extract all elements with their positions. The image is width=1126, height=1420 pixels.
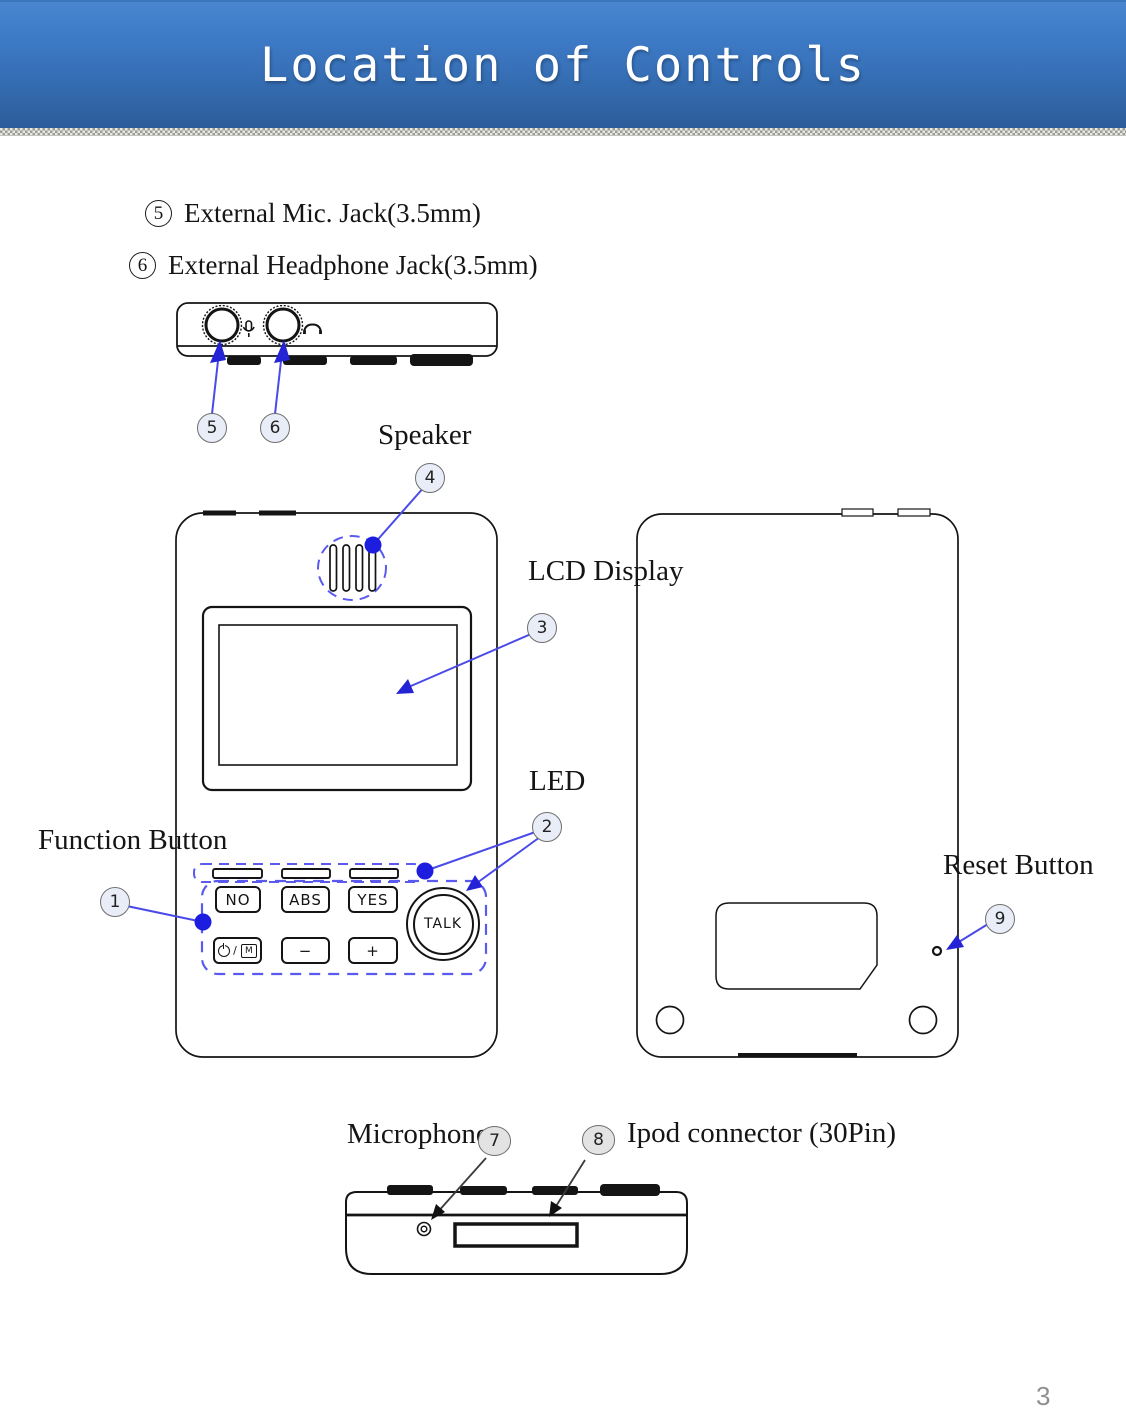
badge-9: 9 bbox=[985, 904, 1015, 934]
page-number: 3 bbox=[1036, 1381, 1051, 1411]
reset-hole bbox=[931, 945, 943, 957]
callout-function-button: Function Button bbox=[38, 824, 228, 856]
minus-button: − bbox=[281, 937, 330, 964]
callout-arrow-8 bbox=[549, 1159, 586, 1217]
bottom-view-outline bbox=[345, 1184, 688, 1275]
screw-hole-right bbox=[908, 1005, 938, 1035]
headphone-jack bbox=[262, 304, 304, 346]
mic-icon bbox=[242, 320, 255, 337]
page-title: Location of Controls bbox=[260, 37, 866, 93]
badge-3: 3 bbox=[527, 613, 557, 643]
power-icon bbox=[218, 942, 231, 957]
callout-speaker: Speaker bbox=[378, 419, 472, 451]
callout-arrow-6 bbox=[274, 340, 290, 415]
badge-7: 7 bbox=[478, 1126, 511, 1156]
legend-item-mic-jack: 5 External Mic. Jack(3.5mm) bbox=[145, 198, 481, 229]
callout-arrow-9 bbox=[946, 923, 989, 950]
badge-8: 8 bbox=[582, 1125, 615, 1155]
callout-lines-2 bbox=[416, 829, 542, 891]
top-view-outline bbox=[176, 302, 498, 366]
circled-number-6: 6 bbox=[129, 252, 156, 279]
front-view-outline bbox=[175, 510, 498, 1058]
badge-4: 4 bbox=[415, 463, 445, 493]
header-divider bbox=[0, 128, 1126, 136]
back-view-outline bbox=[636, 508, 959, 1058]
headphone-icon bbox=[303, 323, 322, 335]
callout-arrow-3 bbox=[396, 633, 532, 694]
callout-arrow-7 bbox=[431, 1157, 487, 1220]
legend-item-headphone-jack: 6 External Headphone Jack(3.5mm) bbox=[129, 250, 538, 281]
circled-number-5: 5 bbox=[145, 200, 172, 227]
badge-1: 1 bbox=[100, 887, 130, 917]
callout-line-4 bbox=[364, 485, 426, 554]
callout-arrow-5 bbox=[210, 340, 226, 415]
callout-microphone: Microphone bbox=[347, 1118, 489, 1150]
microphone-hole bbox=[416, 1221, 432, 1237]
callout-ipod-connector: Ipod connector (30Pin) bbox=[627, 1117, 896, 1149]
talk-dial-label: TALK bbox=[412, 893, 474, 955]
legend-label: External Headphone Jack(3.5mm) bbox=[168, 250, 538, 280]
ipod-connector-port bbox=[453, 1222, 579, 1248]
yes-button: YES bbox=[348, 886, 398, 913]
plus-button: + bbox=[348, 937, 398, 964]
badge-2: 2 bbox=[532, 812, 562, 842]
legend-label: External Mic. Jack(3.5mm) bbox=[184, 198, 481, 228]
badge-6: 6 bbox=[260, 413, 290, 443]
talk-dial: TALK bbox=[406, 887, 480, 961]
badge-5: 5 bbox=[197, 413, 227, 443]
power-mode-button: / M bbox=[213, 937, 262, 964]
battery-cover bbox=[715, 902, 878, 990]
mic-jack bbox=[201, 304, 243, 346]
memory-icon: M bbox=[240, 943, 257, 958]
led-strip bbox=[193, 863, 423, 883]
callout-led: LED bbox=[529, 765, 586, 797]
no-button: NO bbox=[215, 886, 261, 913]
abs-button: ABS bbox=[281, 886, 330, 913]
page-header-banner: Location of Controls bbox=[0, 0, 1126, 128]
callout-lcd-display: LCD Display bbox=[528, 555, 684, 587]
callout-reset-button: Reset Button bbox=[943, 849, 1094, 881]
lcd-display-outline bbox=[201, 605, 473, 792]
screw-hole-left bbox=[655, 1005, 685, 1035]
callout-line-1 bbox=[121, 904, 212, 931]
